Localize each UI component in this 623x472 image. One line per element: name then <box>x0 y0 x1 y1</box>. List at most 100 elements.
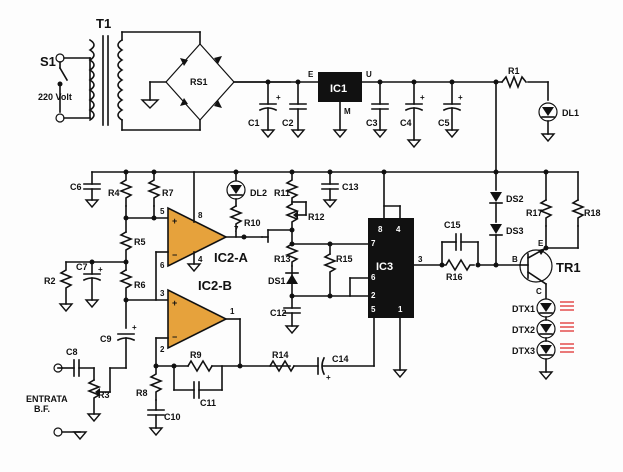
capacitor-c10 <box>147 399 165 437</box>
ic2a-pin6: 6 <box>160 261 165 270</box>
resistor-r9 <box>186 359 291 373</box>
c5-label: C5 <box>438 118 450 128</box>
resistor-r18 <box>545 171 586 249</box>
c12-label: C12 <box>270 308 287 318</box>
c10-label: C10 <box>164 412 181 422</box>
led-dl1 <box>538 102 558 143</box>
ir-led-dtx3 <box>536 340 574 381</box>
capacitor-c2 <box>289 81 307 139</box>
c13-label: C13 <box>342 182 359 192</box>
r12-label: R12 <box>308 212 325 222</box>
bf-label: B.F. <box>34 404 50 414</box>
resistor-r13 <box>284 242 300 267</box>
svg-text:+: + <box>98 265 103 274</box>
resistor-r14 <box>268 359 296 373</box>
capacitor-c8 <box>61 359 95 377</box>
resistor-r17 <box>538 171 554 249</box>
diode-ds2 <box>489 171 503 223</box>
svg-text:+: + <box>276 93 281 102</box>
r17-label: R17 <box>526 208 543 218</box>
resistor-r15 <box>322 243 338 297</box>
diode-ds3 <box>489 224 503 266</box>
transformer-t1 <box>88 31 201 131</box>
svg-text:+: + <box>458 93 463 102</box>
ic2a-label: IC2-A <box>214 250 249 265</box>
diode-ds1 <box>285 265 299 297</box>
tr1-e-label: E <box>538 239 544 248</box>
capacitor-c5: + <box>442 81 463 139</box>
resistor-r16 <box>441 258 475 272</box>
ir-led-dtx2 <box>536 319 574 339</box>
ic2a-pin4: 4 <box>198 255 203 264</box>
capacitor-c11 <box>173 365 223 399</box>
opamp-ic2a: + − <box>155 171 245 301</box>
capacitor-c13 <box>321 171 339 209</box>
led-dl2 <box>226 171 246 207</box>
dtx1-label: DTX1 <box>512 304 535 314</box>
ic1-m-label: M <box>344 107 351 116</box>
opamp-ic2b: + − <box>155 288 241 367</box>
s1-label: S1 <box>40 54 56 69</box>
c14-label: C14 <box>332 354 349 364</box>
r2-label: R2 <box>44 276 56 286</box>
c4-label: C4 <box>400 118 412 128</box>
capacitor-c15 <box>441 233 479 266</box>
rs1-label: RS1 <box>190 77 208 87</box>
ds2-label: DS2 <box>506 194 524 204</box>
ic2b-pin1: 1 <box>230 307 235 316</box>
ic3-pin2: 2 <box>371 291 376 300</box>
dtx3-label: DTX3 <box>512 346 535 356</box>
r18-label: R18 <box>584 208 601 218</box>
r11-label: R11 <box>274 188 290 198</box>
regulator-ic1 <box>318 72 362 139</box>
transistor-tr1 <box>519 246 553 299</box>
volt-label: 220 Volt <box>38 92 72 102</box>
c2-label: C2 <box>282 118 294 128</box>
c7-label: C7 <box>76 262 88 272</box>
dl2-label: DL2 <box>250 188 267 198</box>
resistor-r2 <box>58 261 74 313</box>
capacitor-c1: + <box>258 81 281 139</box>
svg-text:+: + <box>172 298 177 308</box>
ic3-pin4: 4 <box>396 225 401 234</box>
c15-label: C15 <box>444 220 461 230</box>
resistor-r5 <box>118 230 134 261</box>
ic2a-pin5: 5 <box>160 207 165 216</box>
resistor-r8 <box>148 365 164 401</box>
tr1-b-label: B <box>512 255 518 264</box>
mains-input <box>55 53 91 123</box>
resistor-r7 <box>146 171 162 219</box>
r6-label: R6 <box>134 280 146 290</box>
entrata-label: ENTRATA <box>26 394 68 404</box>
ic1-u-label: U <box>366 70 372 79</box>
potentiometer-r12 <box>284 201 307 229</box>
ic3-label: IC3 <box>376 261 393 273</box>
svg-text:+: + <box>132 323 137 332</box>
c1-label: C1 <box>248 118 260 128</box>
ic3-pin6: 6 <box>371 273 376 282</box>
ds1-label: DS1 <box>268 276 286 286</box>
dtx2-label: DTX2 <box>512 325 535 335</box>
r7-label: R7 <box>162 188 174 198</box>
c11-label: C11 <box>200 398 216 408</box>
r16-label: R16 <box>446 272 463 282</box>
svg-text:−: − <box>172 250 177 260</box>
r1-label: R1 <box>508 66 520 76</box>
potentiometer-r3 <box>86 367 127 423</box>
t1-label: T1 <box>96 16 111 31</box>
ic2b-pin3: 3 <box>160 289 165 298</box>
c9-label: C9 <box>100 334 112 344</box>
ds3-label: DS3 <box>506 226 524 236</box>
ic1-e-label: E <box>308 70 314 79</box>
ic1-label: IC1 <box>330 83 347 95</box>
r9-label: R9 <box>190 350 202 360</box>
input-connector <box>53 363 88 441</box>
capacitor-c7: + <box>82 261 103 309</box>
c6-label: C6 <box>70 182 82 192</box>
c3-label: C3 <box>366 118 378 128</box>
ic3-pin8: 8 <box>378 225 383 234</box>
capacitor-c14: + <box>317 356 375 382</box>
r8-label: R8 <box>136 388 148 398</box>
